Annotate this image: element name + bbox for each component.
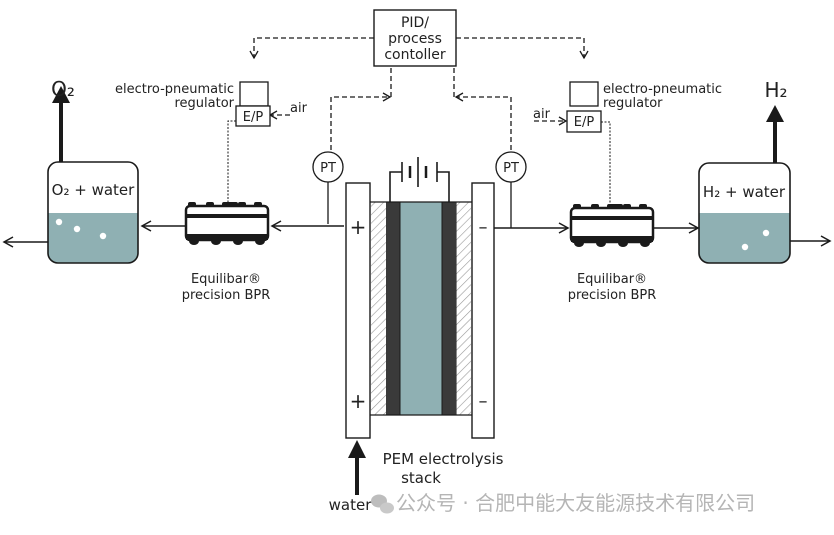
controller-label-line3: contoller: [384, 47, 446, 63]
oxygen-output-label: O₂: [51, 77, 75, 101]
bpr-foot: [640, 239, 650, 247]
right-pressure-transmitter: PT: [495, 151, 527, 228]
watermark: 公众号 · 合肥中能大友能源技术有限公司: [371, 491, 755, 515]
cathode-diffusion-layer: [455, 201, 473, 416]
left-bpr-label-line2: precision BPR: [182, 288, 271, 303]
bpr-foot: [255, 237, 265, 245]
left-regulator: E/P electro-pneumatic regulator air: [115, 81, 308, 204]
power-supply-icon: [389, 157, 450, 202]
right-pt-label: PT: [503, 161, 519, 176]
wechat-icon: [371, 494, 394, 514]
anode-diffusion-layer: [369, 201, 388, 416]
right-regulator-label-line1: electro-pneumatic: [603, 82, 722, 97]
signal-from-left-pt: [330, 92, 392, 150]
right-air-label: air: [533, 107, 551, 122]
cathode-sign-bottom: –: [479, 391, 488, 412]
left-regulator-label-line2: regulator: [174, 96, 234, 111]
right-regulator: E/P electro-pneumatic regulator air: [533, 81, 722, 204]
anode-electrode: [386, 202, 400, 415]
bpr-diaphragm: [186, 214, 268, 218]
bpr-foot: [211, 237, 221, 245]
right-regulator-pilot-line: [601, 121, 611, 204]
right-bpr-valve: [569, 204, 655, 247]
right-bpr-label-line2: precision BPR: [568, 288, 657, 303]
stack-label-line1: PEM electrolysis: [383, 450, 504, 468]
right-regulator-label-line2: regulator: [603, 96, 663, 111]
water-inlet: water: [329, 440, 373, 514]
signal-to-left-regulator: [249, 37, 374, 60]
bpr-foot: [618, 239, 628, 247]
cathode-sign-top: –: [479, 217, 488, 238]
bpr-foot: [574, 239, 584, 247]
oxygen-separator-label: O₂ + water: [52, 181, 135, 199]
anode-sign-bottom: +: [350, 389, 367, 413]
bpr-foot: [233, 237, 243, 245]
left-pt-label: PT: [320, 161, 336, 176]
process-lines: [2, 220, 832, 248]
right-bpr-label-line1: Equilibar®: [577, 272, 647, 287]
bpr-foot: [189, 237, 199, 245]
pem-stack: + + – –: [345, 182, 495, 439]
left-ep-label: E/P: [243, 110, 264, 125]
pid-controller: PID/ process contoller: [373, 9, 457, 67]
bpr-base: [571, 236, 653, 242]
left-bpr-valve: [184, 202, 270, 245]
bpr-diaphragm: [571, 216, 653, 220]
water-inlet-label: water: [329, 496, 373, 514]
membrane: [399, 201, 443, 416]
left-air-label: air: [290, 101, 308, 116]
controller-label-line2: process: [388, 31, 442, 47]
hydrogen-output-label: H₂: [764, 78, 787, 102]
left-pressure-transmitter: PT: [312, 151, 344, 224]
control-signal-lines: [249, 37, 589, 150]
cathode-electrode: [442, 202, 456, 415]
bpr-foot: [596, 239, 606, 247]
left-regulator-pilot-line: [227, 120, 236, 204]
signal-to-right-regulator: [456, 37, 589, 60]
stack-label-line2: stack: [401, 469, 441, 487]
hydrogen-separator-label: H₂ + water: [703, 183, 786, 201]
anode-sign-top: +: [350, 215, 367, 239]
controller-label-line1: PID/: [401, 15, 429, 31]
hydrogen-separator: H₂ + water H₂: [698, 78, 791, 264]
watermark-text: 公众号 · 合肥中能大友能源技术有限公司: [396, 491, 755, 515]
left-bpr-label-line1: Equilibar®: [191, 272, 261, 287]
oxygen-separator: O₂ + water O₂: [47, 77, 139, 264]
signal-from-right-pt: [454, 92, 512, 150]
bpr-base: [186, 234, 268, 240]
anode-end-plate: [345, 182, 371, 439]
right-ep-label: E/P: [574, 115, 595, 130]
left-regulator-label-line1: electro-pneumatic: [115, 82, 234, 97]
